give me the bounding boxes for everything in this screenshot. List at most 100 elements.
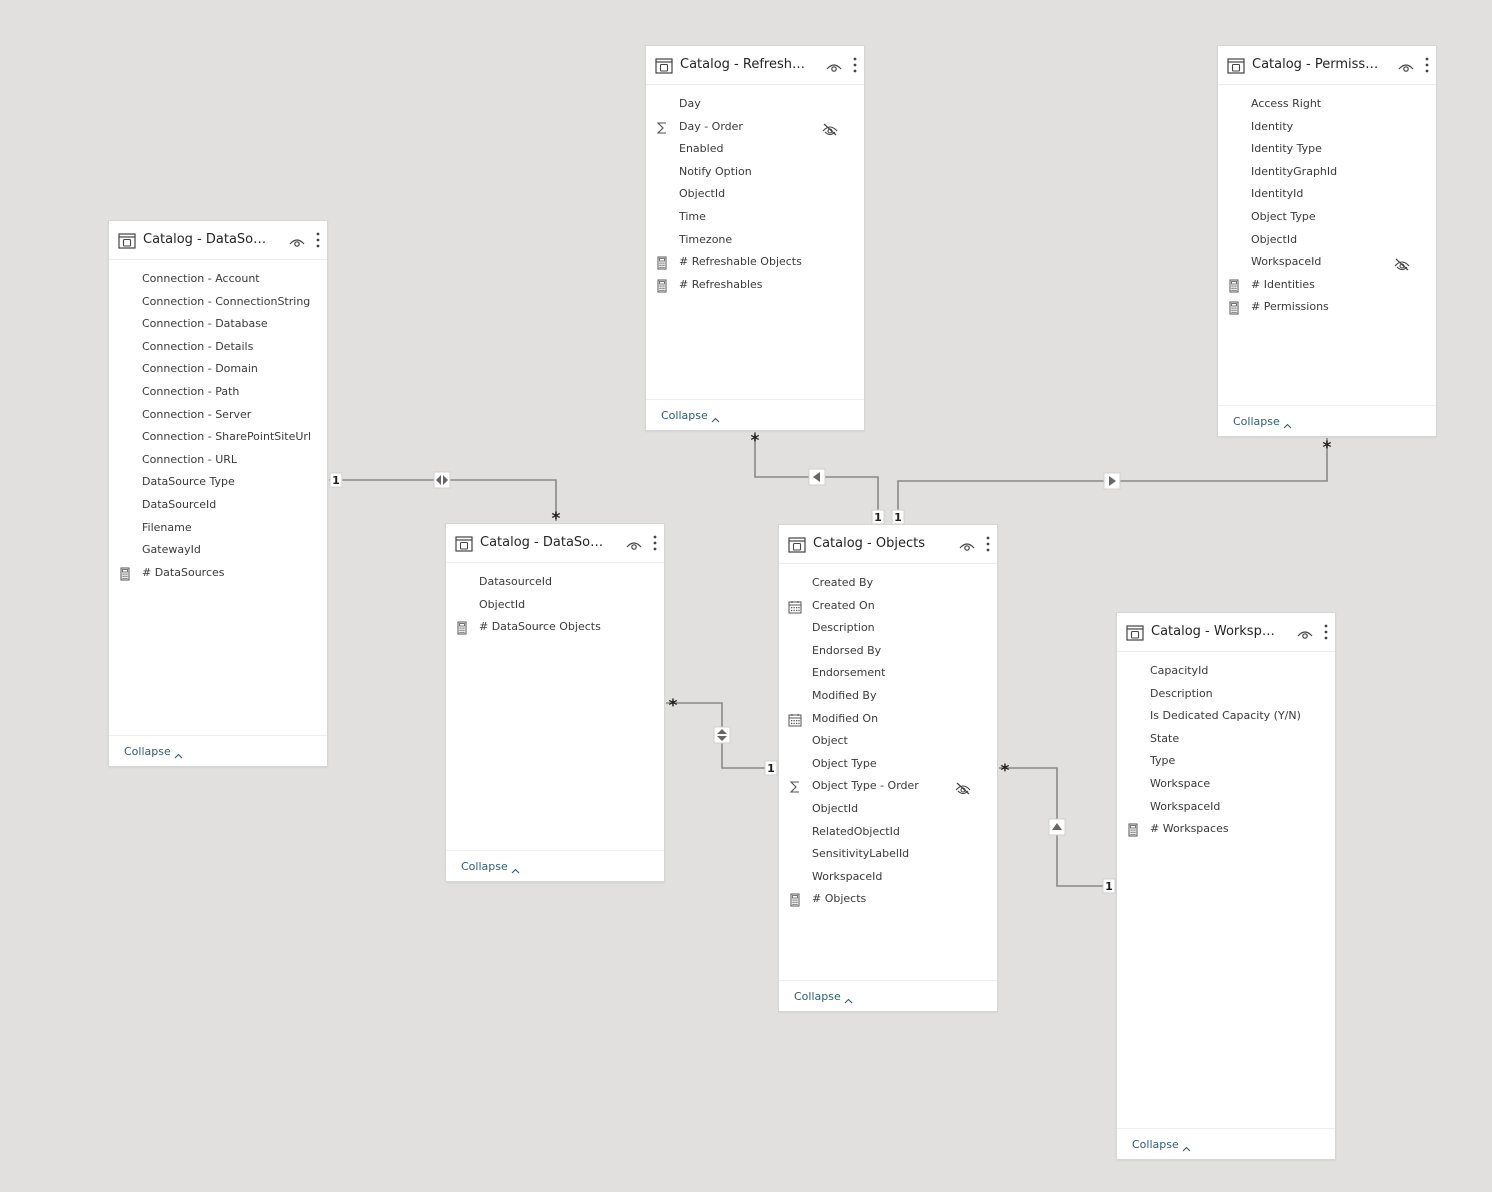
field-row[interactable]: Connection - Account xyxy=(109,268,327,290)
field-row[interactable]: Object Type - Order xyxy=(779,775,997,797)
more-options-icon[interactable] xyxy=(1323,624,1329,640)
table-card-header[interactable]: Catalog - Workspace xyxy=(1117,613,1335,652)
field-row[interactable]: Filename xyxy=(109,517,327,539)
more-options-icon[interactable] xyxy=(1424,57,1430,73)
field-row[interactable]: # Objects xyxy=(779,888,997,910)
field-row[interactable]: Object Type xyxy=(1218,206,1436,228)
hidden-icon[interactable] xyxy=(822,121,838,136)
field-row[interactable]: Description xyxy=(1117,683,1335,705)
more-options-icon[interactable] xyxy=(652,535,658,551)
field-name: ObjectId xyxy=(1251,232,1298,246)
field-row[interactable]: WorkspaceId xyxy=(1117,796,1335,818)
field-row[interactable]: Day xyxy=(646,93,864,115)
field-row[interactable]: RelatedObjectId xyxy=(779,821,997,843)
field-row[interactable]: Connection - Details xyxy=(109,336,327,358)
field-row[interactable]: Connection - ConnectionString xyxy=(109,291,327,313)
hidden-icon[interactable] xyxy=(1394,256,1410,271)
field-row[interactable]: DataSource Type xyxy=(109,471,327,493)
field-row[interactable]: Connection - Path xyxy=(109,381,327,403)
field-row[interactable]: ObjectId xyxy=(646,183,864,205)
eye-icon[interactable] xyxy=(626,537,642,550)
eye-icon[interactable] xyxy=(289,234,305,247)
relationship-objects-permission[interactable]: 1* xyxy=(891,438,1333,525)
field-row[interactable]: SensitivityLabelId xyxy=(779,843,997,865)
more-options-icon[interactable] xyxy=(852,57,858,73)
field-row[interactable]: Description xyxy=(779,617,997,639)
field-row[interactable]: WorkspaceId xyxy=(1218,251,1436,273)
field-row[interactable]: ObjectId xyxy=(1218,229,1436,251)
field-row[interactable]: Connection - URL xyxy=(109,449,327,471)
field-row[interactable]: Notify Option xyxy=(646,161,864,183)
table-card-header[interactable]: Catalog - DataSource xyxy=(109,221,327,260)
field-row[interactable]: Timezone xyxy=(646,229,864,251)
field-row[interactable]: WorkspaceId xyxy=(779,866,997,888)
eye-icon[interactable] xyxy=(826,59,842,72)
collapse-button[interactable]: Collapse xyxy=(461,860,520,874)
field-row[interactable]: Enabled xyxy=(646,138,864,160)
field-row[interactable]: Created On xyxy=(779,595,997,617)
field-row[interactable]: Is Dedicated Capacity (Y/N) xyxy=(1117,705,1335,727)
field-row[interactable]: Identity xyxy=(1218,116,1436,138)
field-row[interactable]: Access Right xyxy=(1218,93,1436,115)
field-row[interactable]: CapacityId xyxy=(1117,660,1335,682)
relationship-datasource-datasource-objects[interactable]: 1* xyxy=(329,471,562,529)
field-row[interactable]: Connection - Server xyxy=(109,404,327,426)
field-row[interactable]: DataSourceId xyxy=(109,494,327,516)
field-row[interactable]: IdentityGraphId xyxy=(1218,161,1436,183)
field-row[interactable]: Workspace xyxy=(1117,773,1335,795)
relationship-objects-workspace[interactable]: *1 xyxy=(999,761,1116,894)
field-row[interactable]: GatewayId xyxy=(109,539,327,561)
field-row[interactable]: State xyxy=(1117,728,1335,750)
field-row[interactable]: Connection - SharePointSiteUrl xyxy=(109,426,327,448)
relationship-objects-refreshables[interactable]: 1* xyxy=(749,431,885,525)
field-row[interactable]: Object Type xyxy=(779,753,997,775)
field-row[interactable]: Object xyxy=(779,730,997,752)
field-row[interactable]: # Permissions xyxy=(1218,296,1436,318)
relationship-datasource-objects-objects[interactable]: *1 xyxy=(666,696,778,776)
collapse-button[interactable]: Collapse xyxy=(1233,415,1292,429)
field-row[interactable]: # Refreshable Objects xyxy=(646,251,864,273)
field-row[interactable]: Endorsement xyxy=(779,662,997,684)
table-card-header[interactable]: Catalog - Objects xyxy=(779,525,997,564)
table-card-datasource-objects[interactable]: Catalog - DataSource... DatasourceIdObjec… xyxy=(445,523,665,882)
table-card-header[interactable]: Catalog - Permission xyxy=(1218,46,1436,85)
collapse-button[interactable]: Collapse xyxy=(661,409,720,423)
field-row[interactable]: # Workspaces xyxy=(1117,818,1335,840)
table-card-refreshables[interactable]: Catalog - RefreshablesDayDay - OrderEnab… xyxy=(645,45,865,431)
collapse-button[interactable]: Collapse xyxy=(794,990,853,1004)
field-row[interactable]: Connection - Domain xyxy=(109,358,327,380)
field-row[interactable]: # Identities xyxy=(1218,274,1436,296)
field-name: Is Dedicated Capacity (Y/N) xyxy=(1150,709,1301,723)
field-row[interactable]: IdentityId xyxy=(1218,183,1436,205)
field-row[interactable]: ObjectId xyxy=(446,594,664,616)
field-row[interactable]: Day - Order xyxy=(646,116,864,138)
field-row[interactable]: Modified On xyxy=(779,708,997,730)
field-row[interactable]: Time xyxy=(646,206,864,228)
table-card-header[interactable]: Catalog - DataSource... xyxy=(446,524,664,563)
field-row[interactable]: Endorsed By xyxy=(779,640,997,662)
field-row[interactable]: ObjectId xyxy=(779,798,997,820)
eye-icon[interactable] xyxy=(1297,626,1313,639)
relationship-line[interactable] xyxy=(329,479,557,521)
field-row[interactable]: DatasourceId xyxy=(446,571,664,593)
table-card-header[interactable]: Catalog - Refreshables xyxy=(646,46,864,85)
eye-icon[interactable] xyxy=(959,538,975,551)
field-row[interactable]: # DataSources xyxy=(109,562,327,584)
field-row[interactable]: Connection - Database xyxy=(109,313,327,335)
field-row[interactable]: Created By xyxy=(779,572,997,594)
collapse-button[interactable]: Collapse xyxy=(124,745,183,759)
field-row[interactable]: Identity Type xyxy=(1218,138,1436,160)
field-row[interactable]: Modified By xyxy=(779,685,997,707)
eye-icon[interactable] xyxy=(1398,59,1414,72)
more-options-icon[interactable] xyxy=(315,232,321,248)
field-row[interactable]: # Refreshables xyxy=(646,274,864,296)
more-options-icon[interactable] xyxy=(985,536,991,552)
field-row[interactable]: Type xyxy=(1117,750,1335,772)
collapse-button[interactable]: Collapse xyxy=(1132,1138,1191,1152)
hidden-icon[interactable] xyxy=(955,780,971,795)
field-row[interactable]: # DataSource Objects xyxy=(446,616,664,638)
